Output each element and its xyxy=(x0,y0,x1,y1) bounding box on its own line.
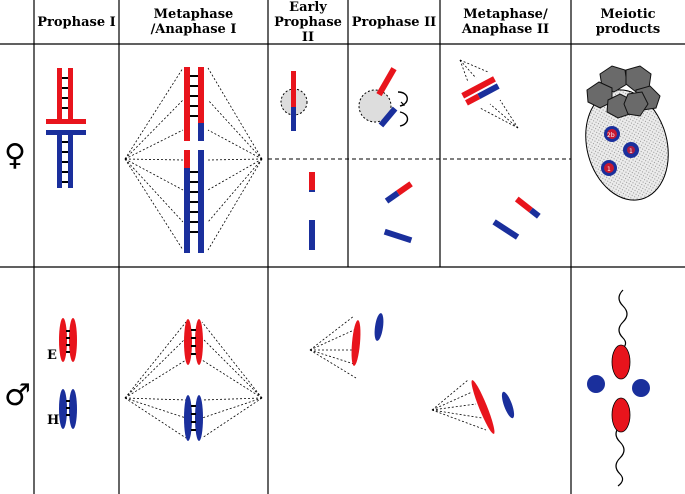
female-metaphase1-chromosomes xyxy=(184,67,204,253)
header-early-prophase2-line1: Early xyxy=(289,0,327,15)
female-early-prophase2-top xyxy=(280,71,308,131)
male-symbol: ♂ xyxy=(4,378,31,413)
header-metaphase-anaphase2-line2: Anaphase II xyxy=(461,22,550,37)
male-metaphase1-spindle xyxy=(124,321,263,439)
header-early-prophase2: Early Prophase II xyxy=(268,0,348,45)
nucleus-label-a: 2b xyxy=(607,132,615,139)
label-e: E xyxy=(47,348,57,363)
header-meiotic-products-label: Meiotic products xyxy=(595,7,661,37)
header-metaphase-anaphase2-line1: Metaphase/ xyxy=(463,7,548,22)
male-metaphase2-spindle xyxy=(431,379,515,434)
header-early-prophase2-line2: Prophase II xyxy=(274,14,342,45)
header-prophase1-label: Prophase I xyxy=(37,14,116,30)
female-metaphase2-spindle xyxy=(459,59,519,129)
male-meiotic-products xyxy=(587,289,650,487)
male-prophase1-chromosomes xyxy=(59,318,77,429)
female-egg: 2b 1 1 xyxy=(585,65,669,201)
female-prophase1-bivalent xyxy=(46,68,86,188)
female-prophase2-bottom xyxy=(383,181,413,244)
header-prophase1: Prophase I xyxy=(34,0,119,44)
female-early-prophase2-bottom xyxy=(309,172,315,250)
female-metaphase1-spindle xyxy=(124,67,263,251)
header-meiotic-products: Meiotic products xyxy=(571,0,685,44)
header-prophase2: Prophase II xyxy=(348,0,440,44)
female-metaphase2-chromosome xyxy=(461,76,500,106)
female-anaphase2-chromosomes xyxy=(492,196,541,240)
nucleus-label-b: 1 xyxy=(629,148,633,155)
female-symbol: ♀ xyxy=(4,138,26,173)
label-h: H xyxy=(47,413,60,428)
header-metaphase-anaphase1: Metaphase /Anaphase I xyxy=(119,0,268,44)
header-prophase2-label: Prophase II xyxy=(351,14,437,30)
female-prophase2-top xyxy=(358,67,409,128)
male-prophase2-spindle xyxy=(309,313,384,379)
nucleus-label-c: 1 xyxy=(607,166,611,173)
header-metaphase-anaphase2: Metaphase/ Anaphase II xyxy=(440,0,571,44)
male-metaphase1-chromosomes xyxy=(184,319,203,441)
header-metaphase-anaphase1-label: Metaphase /Anaphase I xyxy=(150,7,237,37)
